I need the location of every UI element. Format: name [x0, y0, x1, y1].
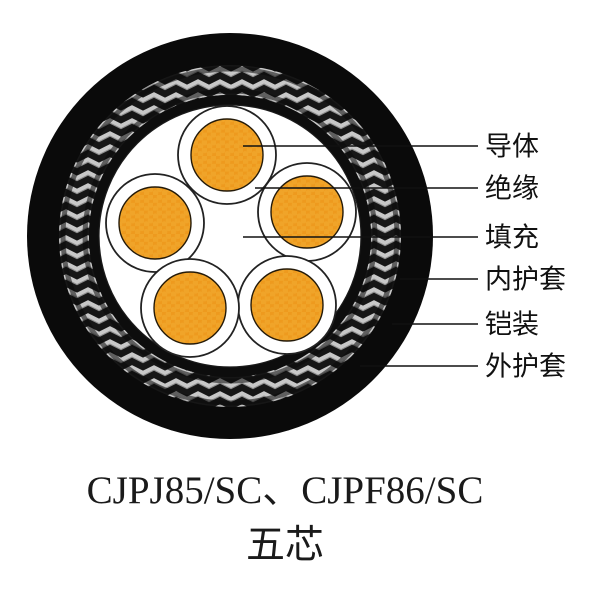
armor-braid-highlights: [60, 66, 400, 406]
caption-core-count: 五芯: [246, 524, 324, 567]
core-group: [105, 105, 357, 358]
callout-leaders: [243, 145, 478, 367]
figure-caption: CJPJ85/SC、CJPF86/SC 五芯: [87, 469, 484, 567]
conductor-strands: [118, 186, 192, 260]
cable-core: [177, 105, 277, 205]
label-outer-sheath: 外护套: [485, 352, 566, 383]
label-armor: 铠装: [485, 310, 539, 341]
conductor-strands: [153, 271, 227, 345]
cable-core: [237, 255, 337, 355]
conductor-strands: [190, 118, 264, 192]
cable-core: [140, 258, 240, 358]
cable-core: [105, 173, 205, 273]
label-filler: 填充: [485, 223, 539, 254]
cable-core: [257, 162, 357, 262]
label-insulation: 绝缘: [485, 174, 539, 205]
conductor-strands: [250, 268, 324, 342]
caption-model-codes: CJPJ85/SC、CJPF86/SC: [87, 469, 484, 512]
label-inner-sheath: 内护套: [485, 265, 566, 296]
label-conductor: 导体: [485, 132, 539, 163]
conductor-strands: [270, 175, 344, 249]
callout-labels: 导体 绝缘 填充 内护套 铠装 外护套: [485, 132, 566, 383]
